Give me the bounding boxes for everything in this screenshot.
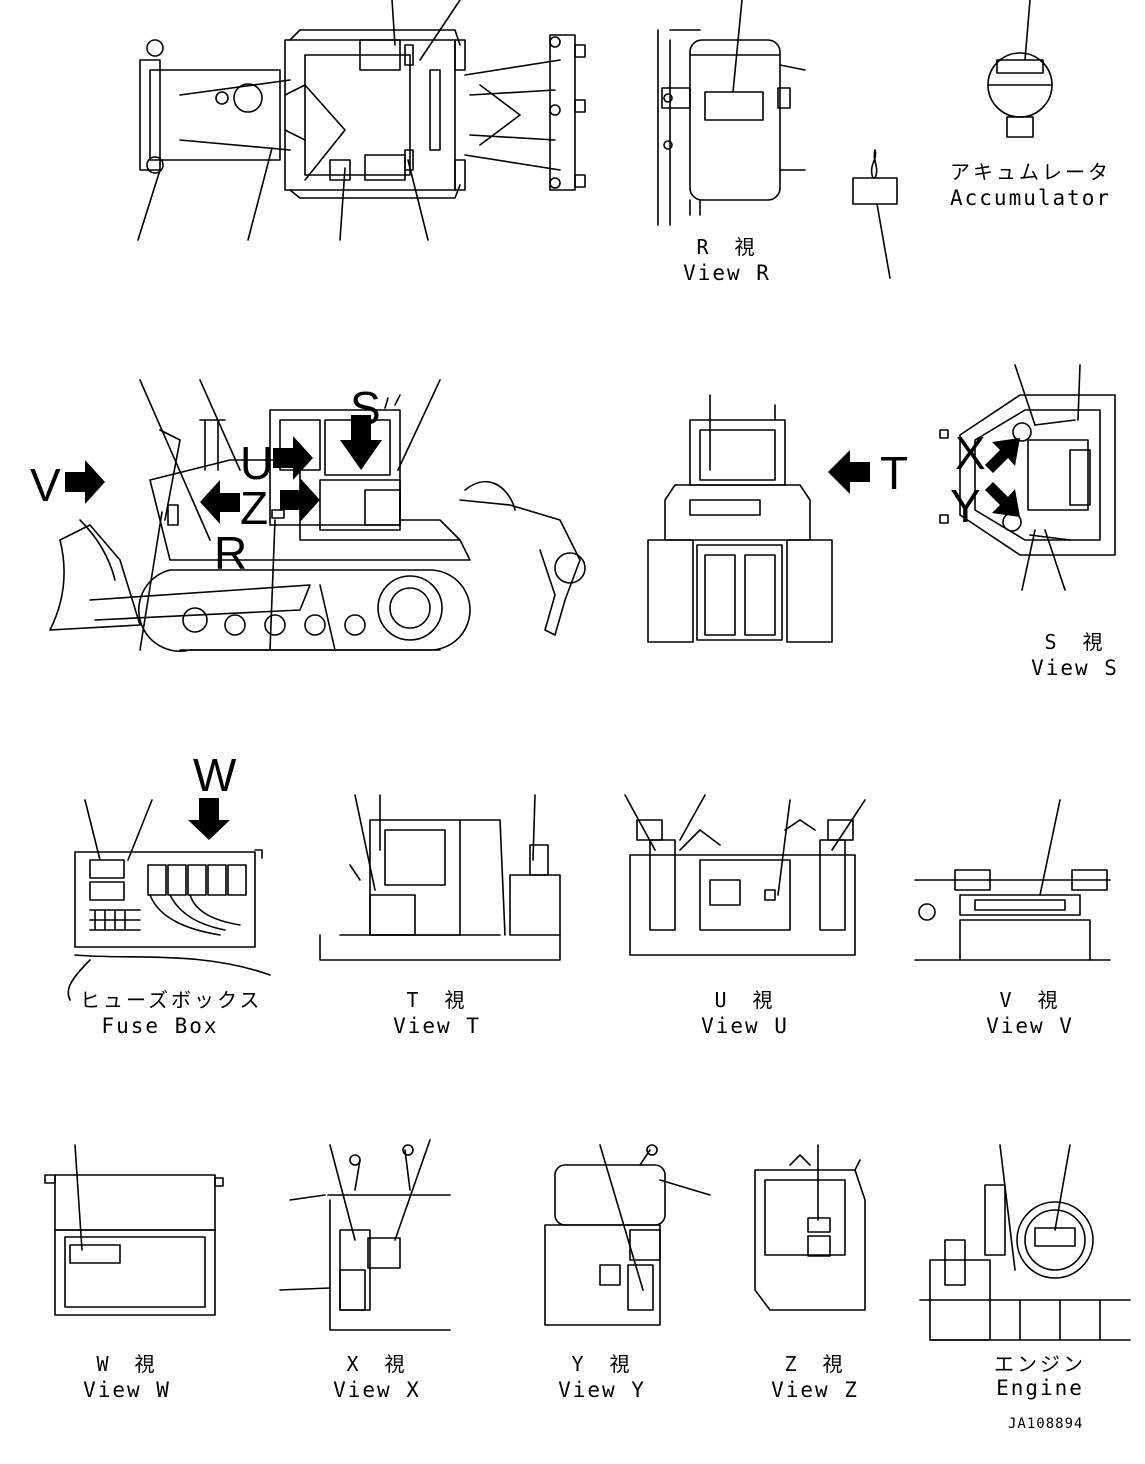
letter-v: V bbox=[30, 459, 61, 511]
rear-view-t bbox=[647, 394, 833, 643]
letter-r: R bbox=[214, 527, 248, 579]
caption-view-v-en: View V bbox=[986, 1014, 1074, 1038]
view-w-detail bbox=[44, 1144, 224, 1316]
caption-engine-en: Engine bbox=[996, 1376, 1084, 1400]
cab-top-view-s bbox=[939, 364, 1116, 591]
caption-view-x-en: View X bbox=[333, 1378, 421, 1402]
view-arrows-s bbox=[985, 438, 1020, 517]
label-decal-stub bbox=[852, 149, 898, 279]
view-v-detail bbox=[914, 799, 1111, 961]
engine-drawing bbox=[919, 1144, 1131, 1341]
caption-view-u-jp: U 視 bbox=[714, 988, 776, 1012]
view-u-detail bbox=[624, 794, 866, 956]
caption-view-y-jp: Y 視 bbox=[571, 1352, 633, 1376]
caption-view-z-jp: Z 視 bbox=[784, 1352, 846, 1376]
letter-s: S bbox=[350, 382, 381, 434]
caption-view-w-en: View W bbox=[83, 1378, 171, 1402]
caption-view-t-en: View T bbox=[393, 1014, 481, 1038]
caption-view-s-en: View S bbox=[1031, 656, 1119, 680]
letter-z: Z bbox=[240, 482, 269, 534]
fuse-box-drawing bbox=[67, 799, 271, 1001]
caption-view-x-jp: X 視 bbox=[346, 1352, 408, 1376]
side-view-dozer bbox=[49, 379, 586, 653]
view-x-detail bbox=[279, 1139, 451, 1331]
letter-y: Y bbox=[950, 480, 981, 532]
caption-view-s-jp: S 視 bbox=[1044, 630, 1106, 654]
letter-t: T bbox=[880, 447, 909, 499]
view-z-detail bbox=[754, 1144, 866, 1311]
caption-fuse-box-en: Fuse Box bbox=[101, 1014, 219, 1038]
caption-view-u-en: View U bbox=[701, 1014, 789, 1038]
caption-engine-jp: エンジン bbox=[994, 1352, 1086, 1376]
caption-fuse-box-jp: ヒューズボックス bbox=[80, 988, 263, 1012]
caption-accumulator-jp: アキュムレータ bbox=[950, 160, 1111, 184]
view-t-detail bbox=[319, 794, 561, 961]
caption-view-r-jp: R 視 bbox=[696, 235, 758, 259]
letter-w: W bbox=[193, 749, 237, 801]
top-plan-view bbox=[137, 0, 586, 241]
view-arrow-t bbox=[828, 450, 870, 494]
view-arrows-side bbox=[65, 415, 382, 524]
letter-x: X bbox=[955, 427, 986, 479]
view-y-detail bbox=[544, 1144, 711, 1326]
caption-view-z-en: View Z bbox=[771, 1378, 859, 1402]
accumulator-drawing bbox=[987, 0, 1053, 138]
letter-u: U bbox=[240, 437, 274, 489]
view-r-tank bbox=[657, 0, 806, 226]
caption-accumulator-en: Accumulator bbox=[950, 186, 1112, 210]
caption-view-v-jp: V 視 bbox=[999, 988, 1061, 1012]
view-arrow-w bbox=[188, 798, 230, 840]
caption-view-t-jp: T 視 bbox=[406, 988, 468, 1012]
caption-view-y-en: View Y bbox=[558, 1378, 646, 1402]
caption-view-w-jp: W 視 bbox=[96, 1352, 158, 1376]
caption-view-r-en: View R bbox=[683, 261, 771, 285]
drawing-code: JA108894 bbox=[1008, 1416, 1084, 1432]
